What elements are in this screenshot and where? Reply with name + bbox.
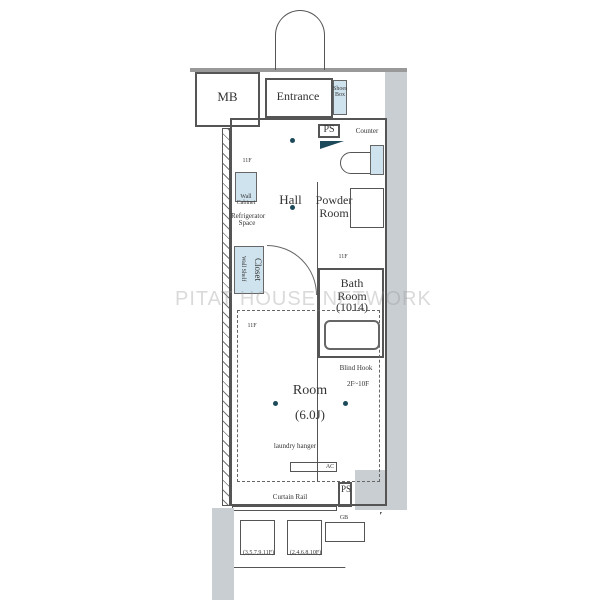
floor-11f-b-label: 11F [338, 254, 348, 260]
washer-fixture [370, 145, 384, 175]
gb-label: GB [339, 515, 349, 521]
window-sash [232, 506, 337, 511]
balcony-wall [212, 508, 234, 600]
powder-room-label: Powder Room [315, 193, 353, 220]
shoes-box-label: Shoes Box [333, 86, 348, 99]
ps-top-label: PS [323, 124, 335, 135]
insulated-wall [222, 128, 230, 506]
room-size-label: (6.0J) [295, 407, 325, 422]
hall-label: Hall [279, 192, 302, 207]
ps-bottom [338, 482, 352, 507]
counter-accent [320, 141, 344, 149]
entrance-label: Entrance [276, 89, 320, 103]
laundry-hanger-label: laundry hanger [273, 442, 317, 450]
entrance-area [265, 78, 333, 118]
closet[interactable] [234, 246, 264, 294]
shoes-box [333, 80, 347, 115]
even-floors-label: (2,4,6,8,10F) [289, 550, 322, 556]
floors-2-10-label: 2F~10F [346, 380, 370, 388]
mb-label: MB [217, 89, 238, 104]
exterior-wall [385, 68, 407, 508]
counter-label: Counter [355, 127, 379, 135]
wall-shelf-label: Wall Shelf [240, 256, 246, 282]
refrigerator-space-label: Refrigerator Space [231, 212, 266, 228]
exterior-wall-corner [355, 470, 407, 510]
ac-unit [290, 462, 337, 472]
toilet [340, 152, 372, 174]
wall-cabinet-label: Wall Cabinet [236, 194, 256, 207]
evac-hatch-odd [240, 520, 275, 555]
room-label: Room [292, 383, 328, 398]
closet-label: Closet [253, 258, 263, 282]
floor-11f-label: 11F [242, 158, 252, 164]
top-wall [190, 68, 407, 72]
ps-bottom-label: PS [341, 484, 352, 494]
floor-11f-c-label: 11F [247, 323, 257, 329]
entrance-door [275, 10, 325, 70]
sink [235, 172, 257, 202]
ac-label: AC [325, 464, 335, 470]
ps-shaft [318, 124, 340, 138]
washbasin [350, 188, 384, 228]
watermark: PITAT HOUSE NETWORK [175, 288, 432, 310]
odd-floors-label: (3,5,7,9,11F) [242, 550, 275, 556]
curtain-rail-label: Curtain Rail [272, 493, 308, 501]
room-area [237, 310, 380, 482]
blind-hook-label: Blind Hook [339, 364, 373, 372]
bath-room [318, 268, 384, 358]
evac-hatch-even [287, 520, 322, 555]
unit-outline [230, 118, 387, 506]
mb-room [195, 72, 260, 127]
bath-room-label: Bath Room [337, 276, 367, 303]
gas-boiler [325, 522, 365, 542]
